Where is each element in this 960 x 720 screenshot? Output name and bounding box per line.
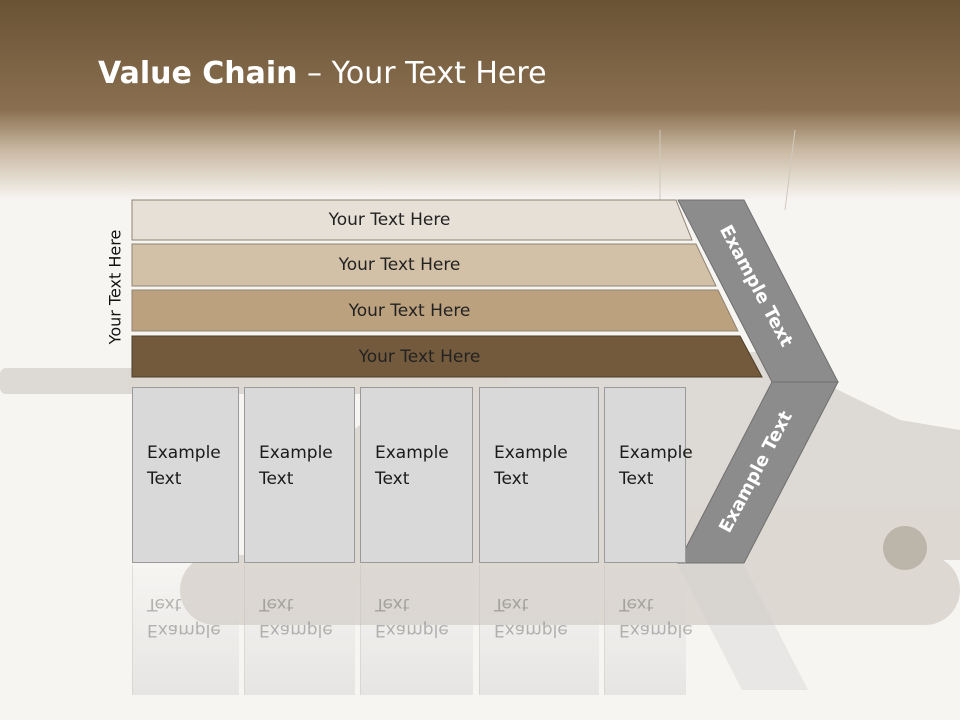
box-5-line2: Text [619,469,654,489]
band-2[interactable]: Your Text Here [338,255,461,275]
band-4[interactable]: Your Text Here [358,346,481,367]
header-band [0,0,960,200]
box-4-line2: Text [494,469,529,489]
box-1-line1: Example [147,443,221,463]
side-label: Your Text Here [105,229,125,345]
band-1[interactable]: Your Text Here [328,210,451,230]
box-3-line1: Example [375,443,449,463]
box-3-line2: Text [375,469,410,489]
box-2-line1: Example [259,443,333,463]
band-3[interactable]: Your Text Here [348,300,471,321]
box-2-line2: Text [259,469,294,489]
box-5-line1: Example [619,443,693,463]
page-title: Value Chain – Your Text Here [98,56,547,91]
box-4-line1: Example [494,443,568,463]
box-1-line2: Text [147,469,182,489]
